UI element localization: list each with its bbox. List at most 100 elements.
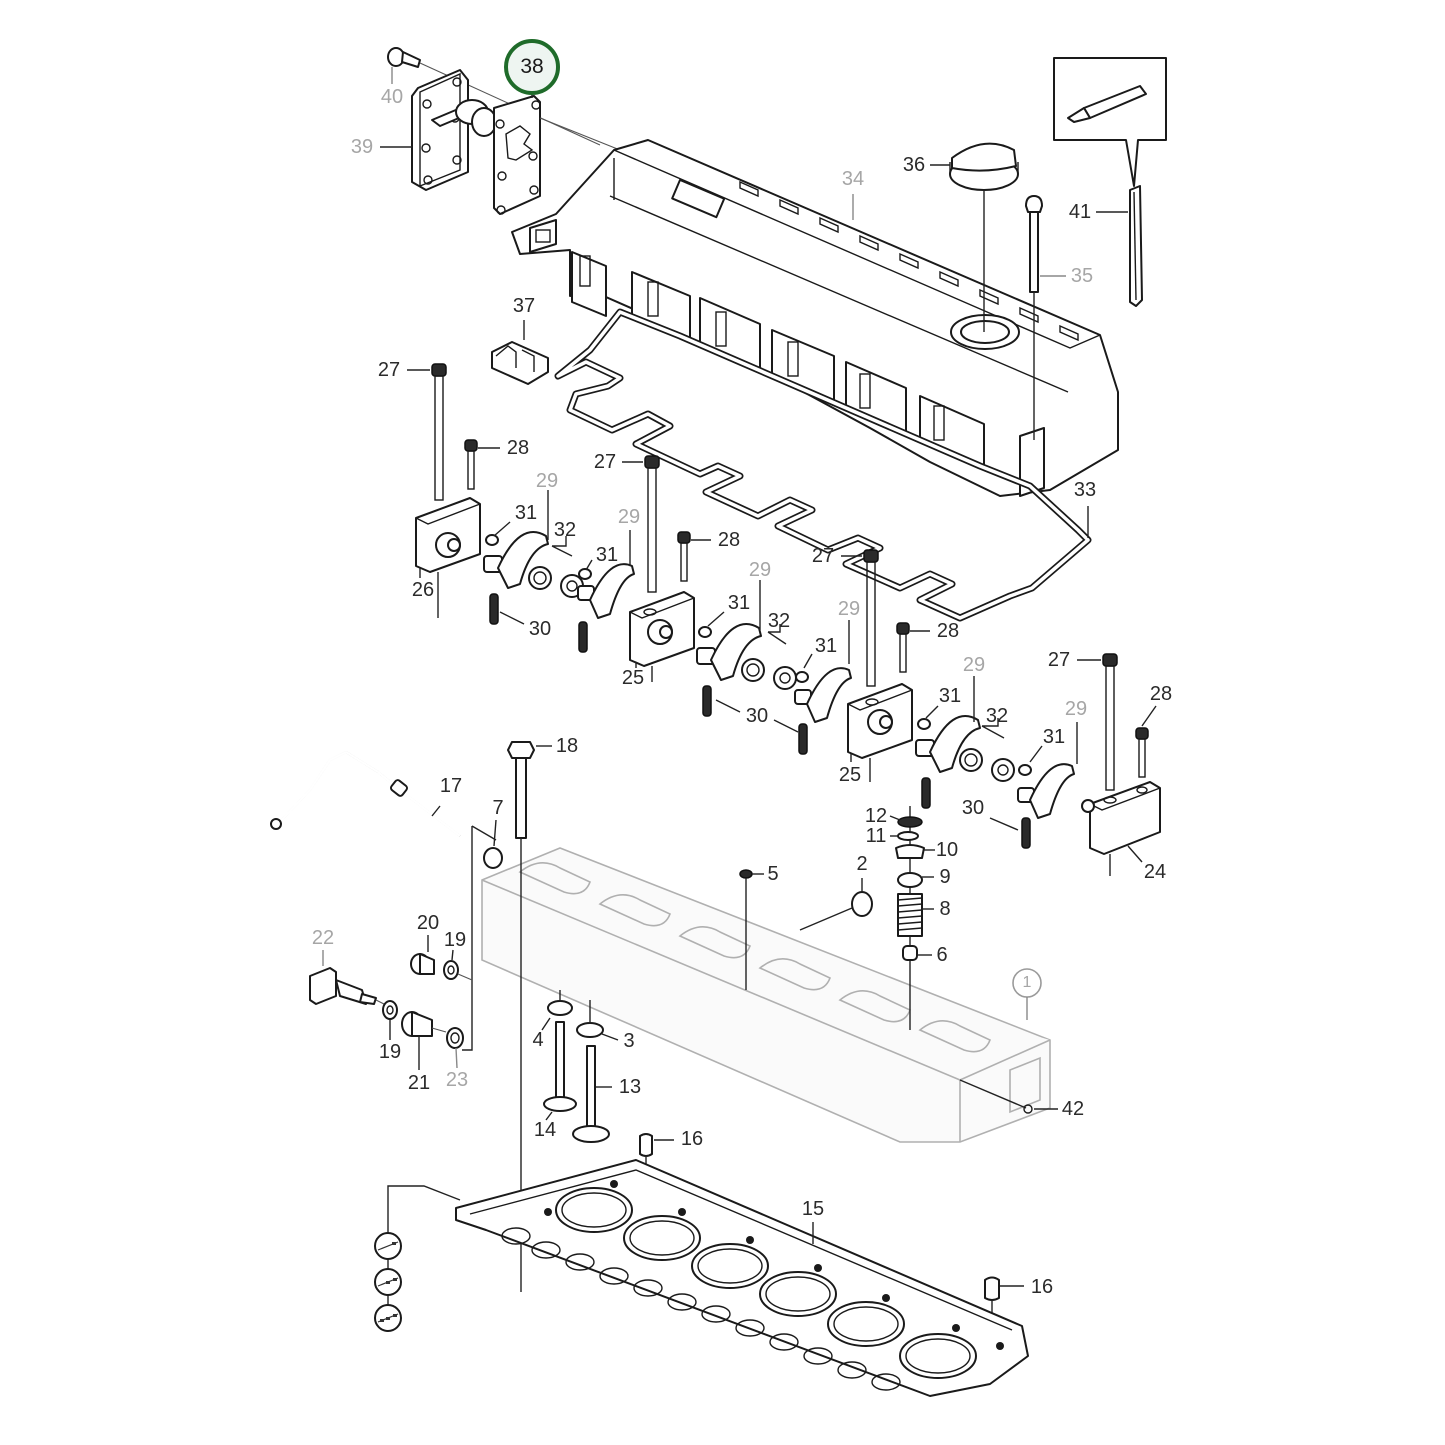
callout-part-2: 2 [856,853,868,875]
washer-19-icon [382,949,473,1040]
rocker-bracket-25a-icon [629,591,695,682]
callout-part-19: 19 [443,929,467,951]
callout-part-8: 8 [939,898,951,920]
callout-part-31: 31 [814,635,838,657]
callout-part-37: 37 [512,295,536,317]
callout-part-22: 22 [311,927,335,949]
callout-part-30: 30 [528,618,552,640]
callout-part-1: 1 [1022,974,1032,991]
callout-part-32: 32 [767,610,791,632]
callout-part-21: 21 [407,1072,431,1094]
callout-part-26: 26 [411,579,435,601]
bolt-27-icon [407,363,1118,791]
plug-5-icon [739,869,764,990]
callout-part-17: 17 [439,775,463,797]
sealant-tube-inset [1053,57,1167,307]
callout-part-13: 13 [618,1076,642,1098]
notch-indicator-icon [377,1241,399,1323]
callout-part-38: 38 [520,55,544,78]
callout-part-31: 31 [727,592,751,614]
callout-part-31: 31 [1042,726,1066,748]
valve-seal-4-icon [541,990,573,1031]
gasket-38-icon [493,84,621,215]
valve-seal-3-icon [576,1000,619,1041]
rocker-bracket-25b-icon [847,683,913,782]
bolt-28-icon [464,439,1157,778]
callout-part-10: 10 [935,839,959,861]
callout-part-28: 28 [936,620,960,642]
breather-37-icon [491,320,549,385]
callout-part-25: 25 [838,764,862,786]
bolt-35-icon [1025,195,1066,440]
callout-part-29: 29 [837,598,861,620]
callout-part-27: 27 [811,545,835,567]
callout-part-19: 19 [378,1041,402,1063]
callout-part-6: 6 [936,944,948,966]
callout-part-16: 16 [1030,1276,1054,1298]
valve-spring-stack-icon [889,806,935,1030]
callout-part-24: 24 [1143,861,1167,883]
cylinder-head-1-icon [481,847,1058,1143]
callout-part-27: 27 [1047,649,1071,671]
callout-part-20: 20 [416,912,440,934]
callout-part-29: 29 [535,470,559,492]
oil-cap-36-icon [930,142,1019,332]
highlight-ring-38 [504,39,560,95]
callout-part-18: 18 [555,735,579,757]
callout-part-4: 4 [532,1029,544,1051]
callout-part-33: 33 [1073,479,1097,501]
valve-13-icon [572,1045,612,1143]
rocker-bracket-26-icon [415,497,481,618]
plug-20-icon [410,935,435,975]
callout-part-41: 41 [1068,201,1092,223]
callout-part-27: 27 [377,359,401,381]
valve-14-icon [543,1021,577,1121]
callout-part-14: 14 [533,1119,557,1141]
washer-23-icon [446,1027,464,1069]
callout-part-29: 29 [962,654,986,676]
callout-part-32: 32 [985,705,1009,727]
cover-plate-39-icon [380,69,497,191]
callout-part-3: 3 [623,1030,635,1052]
callout-part-29: 29 [1064,698,1088,720]
callout-part-9: 9 [939,866,951,888]
callout-part-29: 29 [748,559,772,581]
gasket-thickness-options [374,1232,402,1332]
callout-part-40: 40 [380,86,404,108]
callout-part-15: 15 [801,1198,825,1220]
valve-cover-gasket-33-icon [554,308,1092,622]
seal-7-icon [483,819,503,869]
callout-part-31: 31 [938,685,962,707]
callout-part-35: 35 [1070,265,1094,287]
callout-part-28: 28 [717,529,741,551]
callout-part-31: 31 [514,502,538,524]
rocker-bracket-24-icon [1081,781,1161,876]
callout-part-25: 25 [621,667,645,689]
callout-part-36: 36 [902,154,926,176]
plug-21-icon [401,1011,447,1070]
callout-part-16: 16 [680,1128,704,1150]
callout-part-28: 28 [506,437,530,459]
callout-part-31: 31 [595,544,619,566]
callout-part-27: 27 [593,451,617,473]
sensor-lead-17-icon [270,750,461,837]
callout-part-12: 12 [864,805,888,827]
callout-part-30: 30 [961,797,985,819]
callout-part-34: 34 [841,168,865,190]
callout-part-23: 23 [445,1069,469,1091]
callout-part-42: 42 [1061,1098,1085,1120]
callout-part-28: 28 [1149,683,1173,705]
callout-part-5: 5 [767,863,779,885]
callout-part-29: 29 [617,506,641,528]
callout-part-39: 39 [350,136,374,158]
callout-part-30: 30 [745,705,769,727]
sealant-tube-icon [1067,85,1147,123]
sensor-22-icon [309,950,389,1007]
callout-part-7: 7 [492,797,504,819]
head-gasket-15-icon [387,1159,1029,1397]
callout-part-32: 32 [553,519,577,541]
rocker-arm-set-icon [483,490,1078,849]
plug-2-icon [799,878,873,931]
